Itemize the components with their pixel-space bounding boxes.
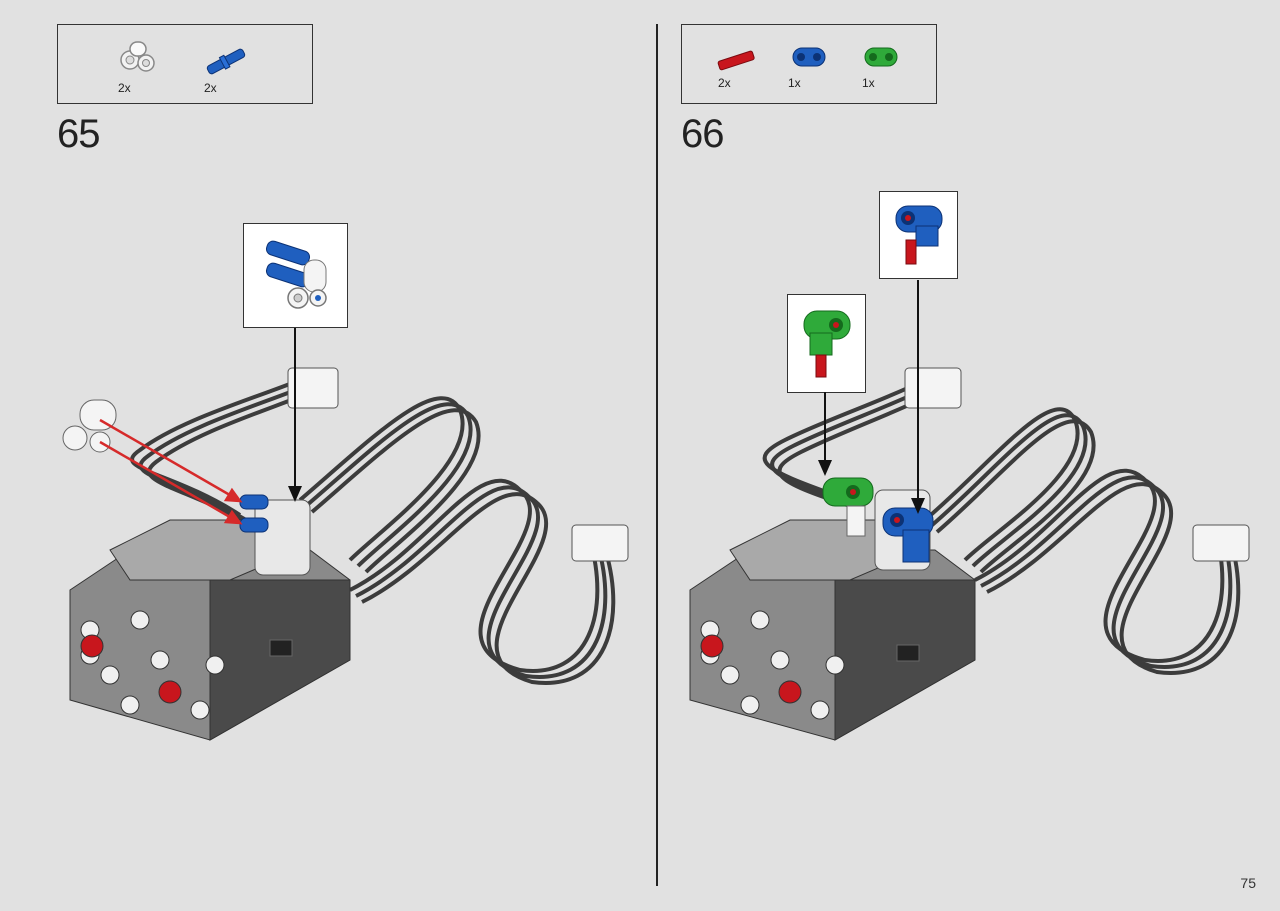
part-qty: 2x [118, 81, 131, 95]
red-axle-icon [717, 50, 755, 71]
blue-axle-pin-icon [206, 48, 246, 75]
green-perpendicular-connector-icon [864, 47, 898, 67]
green-connector-with-red-axle-icon [803, 310, 851, 378]
green-subassembly-callout [787, 294, 866, 393]
blue-perpendicular-connector-icon [792, 47, 826, 67]
motor-assembly-illustration [689, 280, 1250, 741]
motor-assembly-illustration [62, 328, 629, 741]
step-number: 65 [57, 112, 100, 156]
blue-pins-connector-icon [265, 240, 327, 309]
blue-connector-with-red-axle-icon [895, 205, 943, 265]
page-number: 75 [1240, 875, 1256, 891]
step-number: 66 [681, 112, 724, 156]
part-qty: 1x [862, 76, 875, 90]
page-divider [656, 24, 658, 886]
subassembly-callout [243, 223, 348, 328]
white-axle-connector-icon [120, 41, 155, 72]
parts-list-step-65 [57, 24, 313, 104]
blue-subassembly-callout [879, 191, 958, 279]
part-qty: 2x [718, 76, 731, 90]
part-qty: 2x [204, 81, 217, 95]
part-qty: 1x [788, 76, 801, 90]
